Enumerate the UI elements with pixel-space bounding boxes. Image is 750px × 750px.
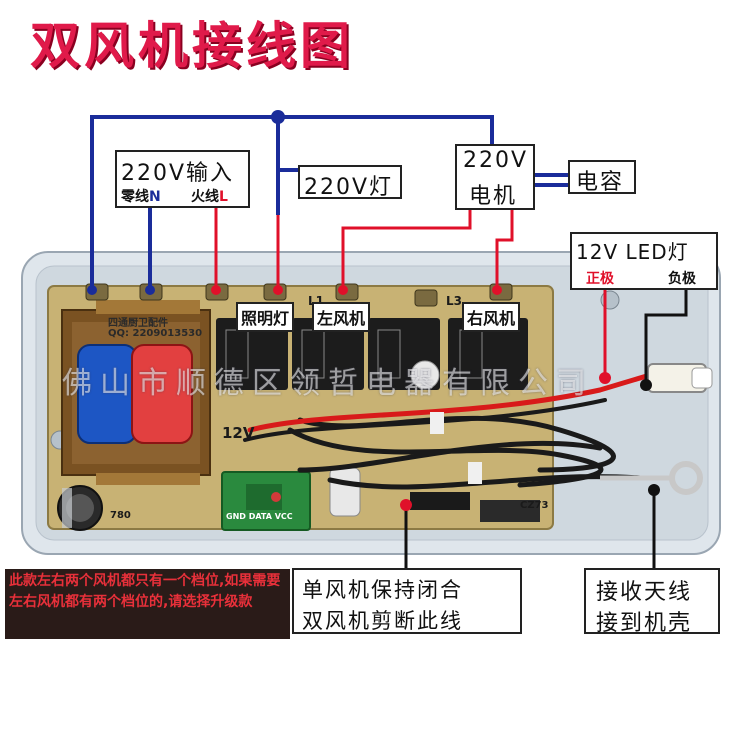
rf-module-icon xyxy=(221,471,311,531)
motor-line2: 电机 xyxy=(469,184,518,209)
ground-wire xyxy=(404,288,688,568)
diagram-title: 双风机接线图 xyxy=(30,17,354,75)
ring-terminal-icon xyxy=(600,461,703,495)
motor-line1: 220V xyxy=(463,148,529,173)
capacitor-box: 电容 xyxy=(568,160,636,195)
fan-mode-line2: 双风机剪断此线 xyxy=(302,609,463,633)
relay-label-right-fan: 右风机 xyxy=(462,302,521,332)
junction-dot xyxy=(640,379,652,391)
neutral-label: 零线N xyxy=(121,186,161,206)
led-box: 12V LED灯 正极 负极 xyxy=(570,232,718,290)
junction-dot xyxy=(271,110,285,124)
fan-mode-line1: 单风机保持闭合 xyxy=(302,578,463,602)
connector-icon xyxy=(647,363,713,393)
antenna-box: 接收天线 接到机壳 xyxy=(584,568,720,636)
ic-chip xyxy=(410,492,470,510)
live-prefix: 火线 xyxy=(191,189,219,205)
live-letter: L xyxy=(219,189,228,205)
fan-mode-box: 单风机保持闭合 双风机剪断此线 xyxy=(292,568,522,634)
pcb-cap-code: 780 xyxy=(110,510,131,521)
company-watermark: 佛山市顺德区领哲电器有限公司 xyxy=(62,366,594,401)
input-box: 220V输入 零线N 火线L xyxy=(115,150,250,208)
led-title: 12V LED灯 xyxy=(576,240,689,264)
junction-dot xyxy=(400,499,412,511)
junction-dot xyxy=(599,372,611,384)
neutral-prefix: 零线 xyxy=(121,189,149,205)
led-negative: 负极 xyxy=(668,271,696,287)
junction-dot xyxy=(145,285,155,295)
pcb-module-pins: GND DATA VCC xyxy=(226,512,293,521)
lamp-box: 220V灯 xyxy=(298,165,402,200)
led-positive: 正极 xyxy=(586,271,614,287)
input-title: 220V输入 xyxy=(121,161,235,186)
junction-dot xyxy=(211,285,221,295)
relay-icon xyxy=(216,318,528,390)
relay-label-left-fan: 左风机 xyxy=(312,302,371,332)
bottom-connector xyxy=(480,500,540,522)
pcb-tag-line2: QQ: 2209013530 xyxy=(108,328,203,339)
pcb-tag-line1: 四通厨卫配件 xyxy=(108,318,168,329)
junction-dot xyxy=(492,285,502,295)
junction-dot xyxy=(648,484,660,496)
motor-box: 220V 电机 xyxy=(455,144,535,210)
antenna-line1: 接收天线 xyxy=(596,580,693,605)
live-wire xyxy=(214,205,607,378)
junction-dot xyxy=(338,285,348,295)
pcb-board-code: CZ73 xyxy=(520,500,549,511)
zip-tie xyxy=(430,412,444,434)
neutral-wire xyxy=(90,115,568,290)
antenna-line2: 接到机壳 xyxy=(596,611,693,636)
pcb-mark-l3: L3 xyxy=(446,294,462,308)
junction-dot xyxy=(273,285,283,295)
neutral-letter: N xyxy=(149,189,161,205)
cable-bundle xyxy=(243,372,653,490)
small-connector xyxy=(329,467,361,517)
zip-tie xyxy=(468,462,482,484)
capacitor-icon xyxy=(57,485,103,531)
pcb-mark-12v: 12V xyxy=(222,424,255,442)
live-label: 火线L xyxy=(191,186,228,206)
transformer-icon xyxy=(61,300,211,485)
junction-dot xyxy=(87,285,97,295)
note-text: 此款左右两个风机都只有一个档位,如果需要左右风机都有两个档位的,请选择升级款 xyxy=(5,569,290,639)
relay-label-light: 照明灯 xyxy=(236,302,295,332)
